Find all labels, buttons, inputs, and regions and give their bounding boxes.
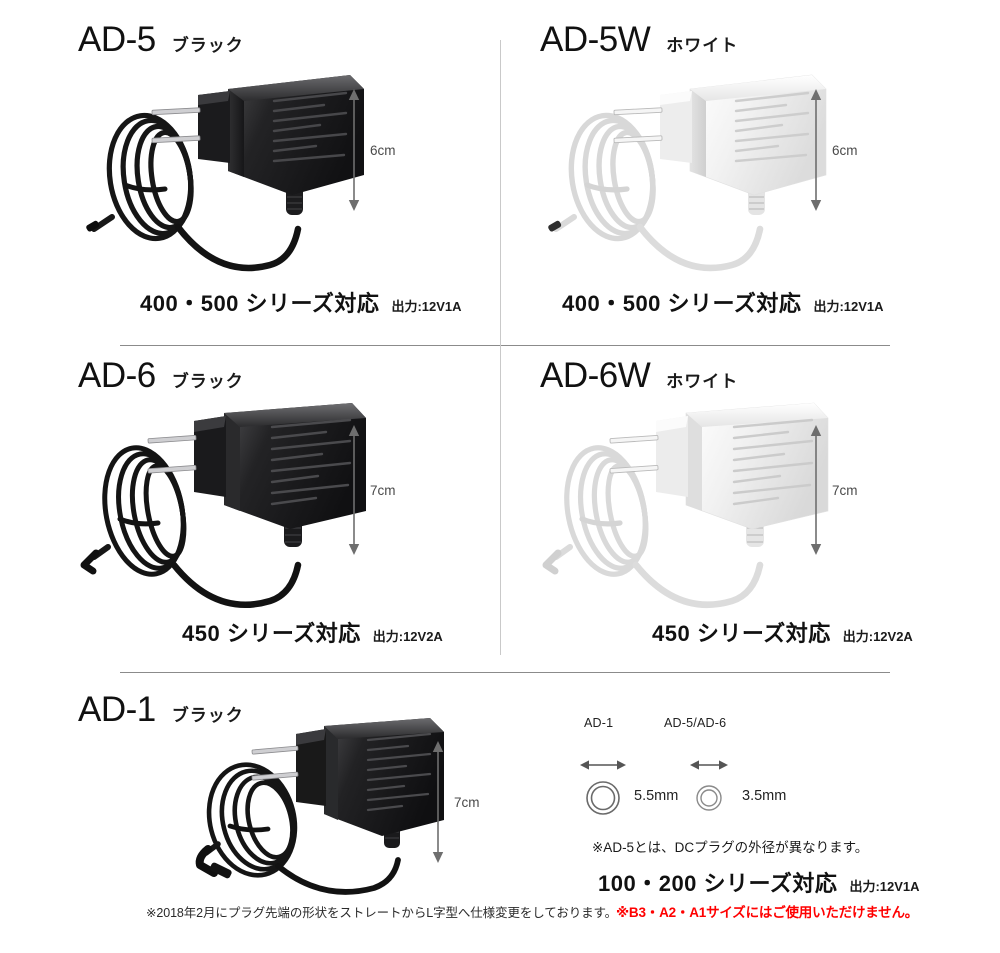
product-caption-ad6: 450 シリーズ対応 出力:12V2A	[78, 616, 478, 648]
product-photo-ad1	[186, 716, 456, 901]
plug-size-right: 3.5mm	[742, 788, 787, 804]
product-model-ad1: AD-1	[78, 690, 156, 729]
product-panel-ad1: AD-1 ブラック	[78, 692, 548, 727]
product-series-ad6: 450 シリーズ対応	[182, 621, 361, 646]
divider-horizontal-upper	[120, 345, 890, 346]
bottom-spec-caption: 100・200 シリーズ対応 出力:12V1A	[598, 866, 920, 898]
product-output-ad6: 出力:12V2A	[372, 629, 443, 644]
product-series-ad5: 400・500 シリーズ対応	[140, 291, 380, 316]
product-header-ad6w: AD-6W ホワイト	[540, 358, 950, 393]
product-color-ad5: ブラック	[171, 36, 244, 55]
plug-ring-large-icon	[586, 781, 620, 815]
bottom-spec-output: 出力:12V1A	[849, 879, 920, 894]
product-model-ad6: AD-6	[78, 356, 156, 395]
dimension-label-ad5: 6cm	[370, 142, 396, 158]
product-caption-ad6w: 450 シリーズ対応 出力:12V2A	[540, 616, 950, 648]
product-output-ad6w: 出力:12V2A	[842, 629, 913, 644]
product-model-ad6w: AD-6W	[540, 356, 651, 395]
dimension-arrow-icon	[432, 741, 444, 863]
product-color-ad6w: ホワイト	[666, 372, 739, 391]
dimension-label-ad1: 7cm	[454, 794, 480, 810]
dimension-label-ad6: 7cm	[370, 482, 396, 498]
adapter-illustration-black-ad1	[195, 718, 444, 895]
product-photo-ad5w	[540, 67, 950, 282]
product-model-ad5: AD-5	[78, 20, 156, 59]
dimension-arrow-icon	[348, 89, 360, 211]
product-series-ad6w: 450 シリーズ対応	[652, 621, 831, 646]
product-photo-ad6w	[540, 399, 950, 614]
dimension-label-ad5w: 6cm	[832, 142, 858, 158]
product-panel-ad5w: AD-5W ホワイト	[540, 22, 950, 318]
product-panel-ad6: AD-6 ブラック	[78, 358, 478, 648]
product-color-ad6: ブラック	[171, 372, 244, 391]
product-caption-ad5w: 400・500 シリーズ対応 出力:12V1A	[540, 286, 950, 318]
plug-comparison-section: AD-1 AD-5/AD-6 5.5mm 3.5mm ※AD-5とは、DCプラグ…	[580, 716, 960, 856]
plug-size-left: 5.5mm	[634, 788, 679, 804]
adapter-illustration-black-ad6	[80, 403, 366, 608]
plug-difference-note: ※AD-5とは、DCプラグの外径が異なります。	[592, 840, 869, 855]
dimension-indicator-ad5: 6cm	[346, 88, 396, 212]
bottom-spec-warning: ※B3・A2・A1サイズにはご使用いただけません。	[616, 905, 919, 920]
dimension-arrow-icon	[810, 425, 822, 555]
product-output-ad5w: 出力:12V1A	[813, 299, 884, 314]
bottom-spec-section: 100・200 シリーズ対応 出力:12V1A ※B3・A2・A1サイズにはご使…	[598, 866, 920, 921]
product-header-ad6: AD-6 ブラック	[78, 358, 478, 393]
product-panel-ad5: AD-5 ブラック	[78, 22, 478, 318]
product-header-ad5w: AD-5W ホワイト	[540, 22, 950, 57]
product-header-ad1: AD-1 ブラック	[78, 692, 548, 727]
adapter-illustration-white-ad6w	[542, 402, 829, 608]
product-color-ad5w: ホワイト	[666, 36, 739, 55]
product-photo-ad5	[78, 67, 478, 282]
plug-compare-left-title: AD-1	[584, 716, 614, 730]
product-model-ad5w: AD-5W	[540, 20, 651, 59]
product-photo-ad6	[78, 399, 478, 614]
dimension-indicator-ad1: 7cm	[430, 740, 480, 864]
ad1-footnote: ※2018年2月にプラグ先端の形状をストレートからL字型へ仕様変更をしております…	[146, 906, 618, 920]
divider-vertical	[500, 40, 501, 655]
dimension-arrow-icon	[810, 89, 822, 211]
dimension-label-ad6w: 7cm	[832, 482, 858, 498]
product-panel-ad6w: AD-6W ホワイト	[540, 358, 950, 648]
plug-width-arrow-left-icon	[580, 760, 626, 770]
divider-horizontal-lower	[120, 672, 890, 673]
bottom-spec-series: 100・200 シリーズ対応	[598, 871, 838, 896]
product-caption-ad5: 400・500 シリーズ対応 出力:12V1A	[78, 286, 478, 318]
dimension-arrow-icon	[348, 425, 360, 555]
plug-width-arrow-right-icon	[690, 760, 728, 770]
adapter-illustration-white-ad5w	[548, 74, 827, 272]
product-series-ad5w: 400・500 シリーズ対応	[562, 291, 802, 316]
plug-ring-small-icon	[696, 785, 722, 811]
product-header-ad5: AD-5 ブラック	[78, 22, 478, 57]
adapter-illustration-black-ad5	[86, 75, 364, 272]
product-color-ad1: ブラック	[171, 706, 244, 725]
plug-compare-right-title: AD-5/AD-6	[664, 716, 727, 730]
product-output-ad5: 出力:12V1A	[391, 299, 462, 314]
dimension-indicator-ad6: 7cm	[346, 424, 396, 556]
dimension-indicator-ad5w: 6cm	[808, 88, 858, 212]
dimension-indicator-ad6w: 7cm	[808, 424, 858, 556]
